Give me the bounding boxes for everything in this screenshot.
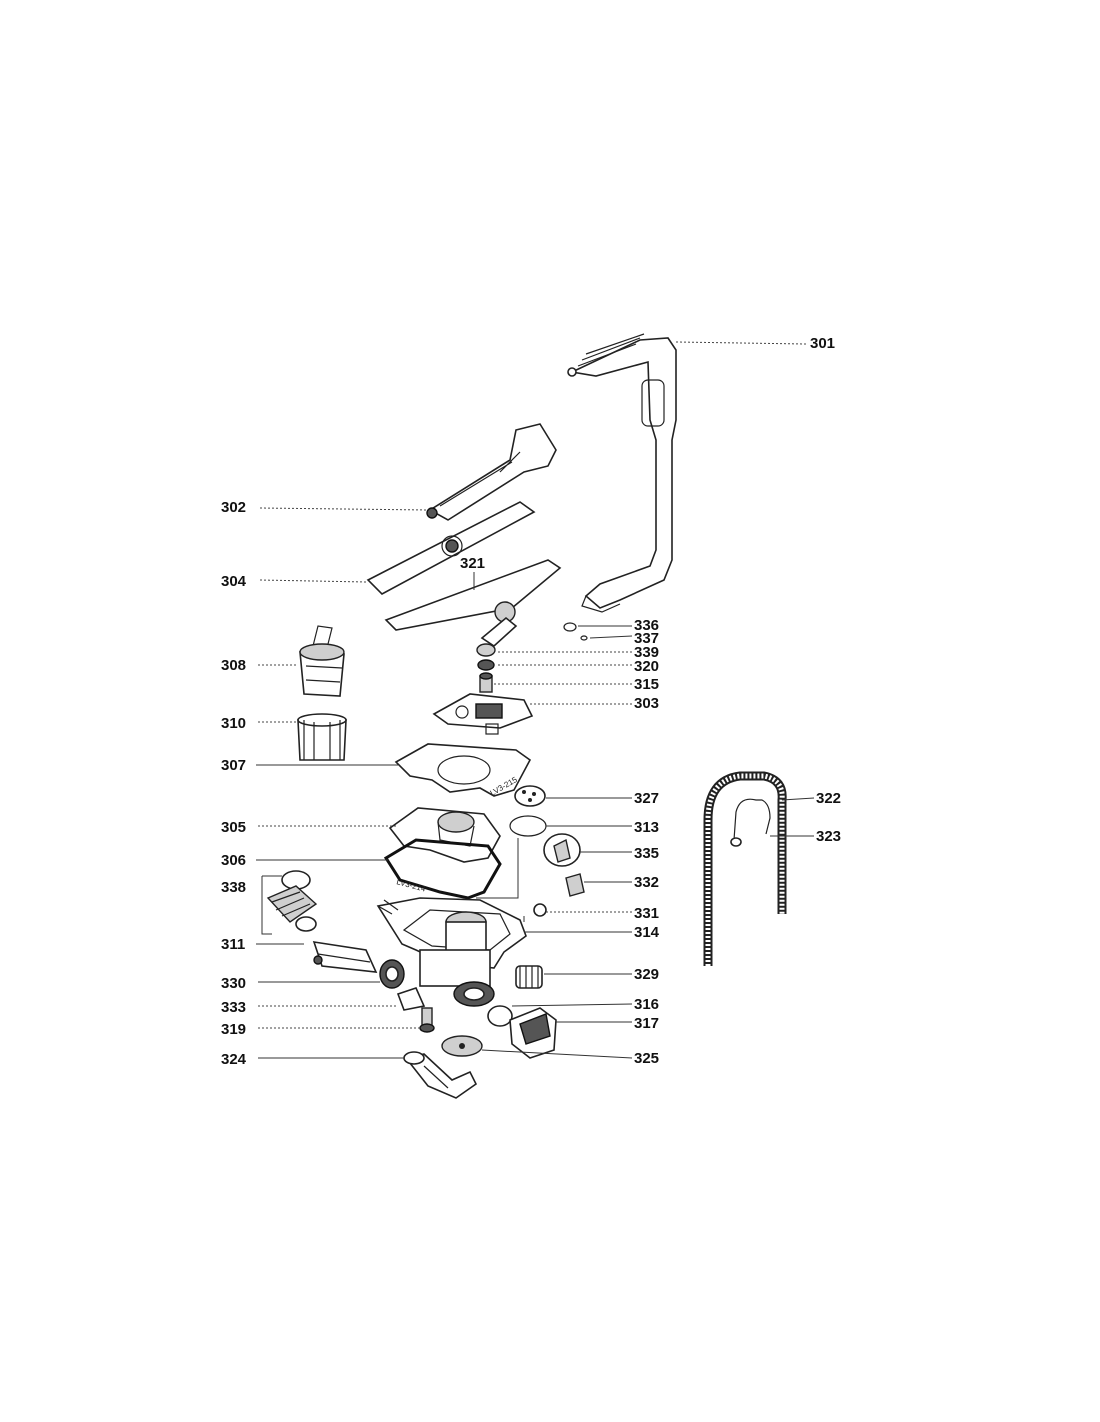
label-331: 331 xyxy=(634,905,659,922)
part-324-drain-elbow xyxy=(403,1051,478,1099)
part-311-heater xyxy=(312,941,378,973)
part-329-spring xyxy=(515,965,543,989)
part-327-disc xyxy=(514,785,546,807)
label-332: 332 xyxy=(634,874,659,891)
label-306: 306 xyxy=(221,852,246,869)
label-319: 319 xyxy=(221,1021,246,1038)
label-308: 308 xyxy=(221,657,246,674)
part-321-lower-spray-arm xyxy=(384,559,562,648)
part-332-clip xyxy=(565,873,585,897)
part-337-small-ring xyxy=(580,635,588,641)
label-336: 336 xyxy=(634,617,659,634)
part-319-sensor xyxy=(419,1007,435,1033)
part-335-bracket xyxy=(543,833,581,867)
label-322: 322 xyxy=(816,790,841,807)
part-317-pump xyxy=(509,1007,557,1059)
label-321: 321 xyxy=(460,555,485,572)
bracket-338 xyxy=(261,875,282,935)
part-331-cap xyxy=(523,903,547,922)
part-336-oring xyxy=(563,622,577,632)
part-303-filter-housing xyxy=(432,693,534,735)
label-303: 303 xyxy=(634,695,659,712)
label-335: 335 xyxy=(634,845,659,862)
part-302-upper-spray-arm xyxy=(426,423,557,521)
part-307-gasket xyxy=(394,743,532,797)
gasket-306-marking: LV3-214 xyxy=(395,877,427,894)
part-308-coarse-filter xyxy=(299,625,345,697)
part-306-gasket xyxy=(383,838,502,900)
part-330-seal xyxy=(379,959,405,989)
leader-313-link xyxy=(476,838,519,899)
label-302: 302 xyxy=(221,499,246,516)
label-320: 320 xyxy=(634,658,659,675)
part-322-drain-hose xyxy=(703,771,787,966)
label-305: 305 xyxy=(221,819,246,836)
label-310: 310 xyxy=(221,715,246,732)
label-317: 317 xyxy=(634,1015,659,1032)
label-313: 313 xyxy=(634,819,659,836)
part-304-middle-spray-arm xyxy=(366,501,536,595)
label-325: 325 xyxy=(634,1050,659,1067)
label-327: 327 xyxy=(634,790,659,807)
part-305-sump-cover xyxy=(388,807,501,863)
part-333-bracket xyxy=(396,987,426,1011)
label-330: 330 xyxy=(221,975,246,992)
label-316: 316 xyxy=(634,996,659,1013)
part-316-oring xyxy=(487,1005,513,1027)
label-315: 315 xyxy=(634,676,659,693)
label-329: 329 xyxy=(634,966,659,983)
label-338: 338 xyxy=(221,879,246,896)
part-310-fine-filter xyxy=(297,713,347,761)
part-labels: 301 302 304 321 308 310 307 305 306 338 … xyxy=(221,335,841,1068)
part-301-feed-tube xyxy=(567,333,677,613)
label-314: 314 xyxy=(634,924,660,941)
part-338-hose-assembly xyxy=(266,870,318,932)
label-333: 333 xyxy=(221,999,246,1016)
part-339-hub xyxy=(476,643,496,657)
label-339: 339 xyxy=(634,644,659,661)
part-323-hose-clamp xyxy=(730,798,771,847)
part-314-sump xyxy=(376,897,527,1007)
label-307: 307 xyxy=(221,757,246,774)
label-324: 324 xyxy=(221,1051,247,1068)
label-301: 301 xyxy=(810,335,835,352)
part-325-impeller xyxy=(441,1035,483,1057)
label-337: 337 xyxy=(634,630,659,647)
leader-lines xyxy=(256,341,815,1059)
part-315-nozzle xyxy=(479,672,493,693)
label-311: 311 xyxy=(221,936,245,953)
part-313-oring xyxy=(509,815,547,837)
label-304: 304 xyxy=(221,573,247,590)
part-320-seal xyxy=(477,659,495,671)
label-323: 323 xyxy=(816,828,841,845)
